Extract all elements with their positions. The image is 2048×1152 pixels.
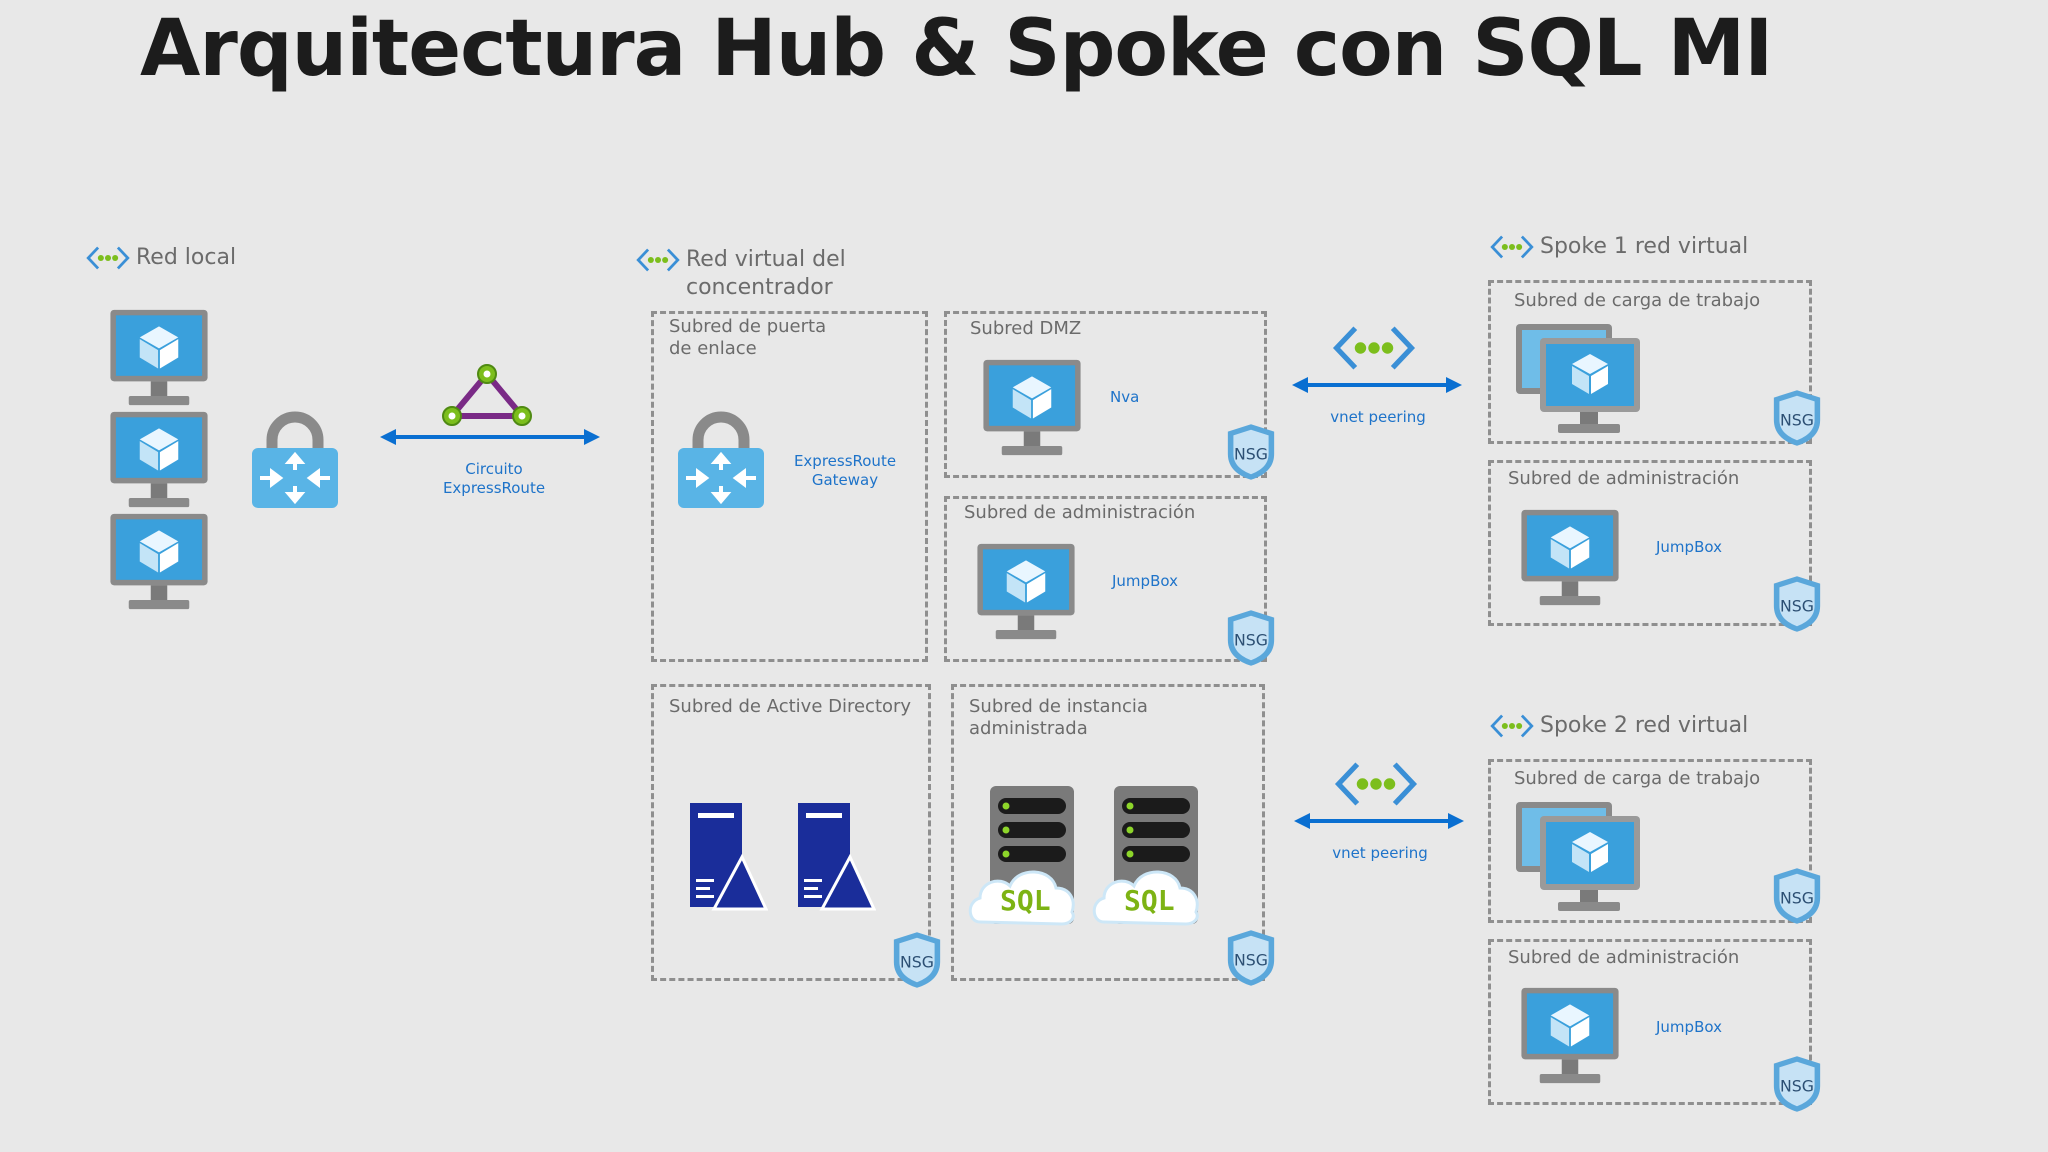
spoke2-jumpbox-vm-icon (1521, 987, 1619, 1084)
sql-label: SQL (1000, 884, 1051, 917)
gateway-subnet (651, 311, 928, 662)
ad-subnet (651, 684, 931, 981)
sql-managed-instance-1-icon: SQL (966, 784, 1086, 934)
onprem-gateway-icon (250, 410, 340, 510)
vnet-icon (1490, 235, 1534, 259)
onprem-vm-1-icon (110, 309, 208, 406)
managed-instance-subnet-label: Subred de instancia administrada (969, 696, 1148, 739)
nsg-shield-icon (1227, 610, 1275, 666)
nsg-shield-icon (1773, 390, 1821, 446)
nsg-shield-icon (1773, 576, 1821, 632)
vnet-icon (86, 246, 130, 270)
sql-managed-instance-2-icon: SQL (1090, 784, 1210, 934)
hub-jumpbox-label: JumpBox (1112, 572, 1178, 590)
vnet-peering-2-icon (1334, 758, 1418, 810)
vnet-peering-1-label: vnet peering (1330, 408, 1426, 426)
onprem-group-label: Red local (86, 244, 236, 272)
nsg-shield-icon (1773, 1056, 1821, 1112)
ad-server-1-icon (688, 801, 768, 911)
nsg-shield-icon (1227, 424, 1275, 480)
spoke1-group-label: Spoke 1 red virtual (1490, 233, 1748, 261)
spoke1-jumpbox-label: JumpBox (1656, 538, 1722, 556)
hub-admin-subnet (944, 496, 1267, 662)
vnet-peering-1-arrow (1292, 377, 1462, 393)
nsg-shield-icon (893, 932, 941, 988)
nsg-shield-icon (1227, 930, 1275, 986)
spoke1-admin-subnet-label: Subred de administración (1508, 468, 1740, 489)
spoke2-workload-subnet-label: Subred de carga de trabajo (1514, 768, 1761, 789)
spoke1-workload-subnet-label: Subred de carga de trabajo (1514, 290, 1761, 311)
spoke2-admin-subnet (1488, 939, 1812, 1105)
spoke2-jumpbox-label: JumpBox (1656, 1018, 1722, 1036)
hub-admin-subnet-label: Subred de administración (964, 502, 1196, 523)
spoke1-workload-subnet (1488, 280, 1812, 444)
spoke1-jumpbox-vm-icon (1521, 509, 1619, 606)
spoke1-admin-subnet (1488, 460, 1812, 626)
vnet-icon (636, 248, 680, 272)
ad-subnet-label: Subred de Active Directory (669, 696, 912, 717)
expressroute-arrow (380, 429, 600, 445)
sql-label: SQL (1124, 884, 1175, 917)
spoke2-admin-subnet-label: Subred de administración (1508, 947, 1740, 968)
vnet-peering-2-label: vnet peering (1332, 844, 1428, 862)
expressroute-gateway-label: ExpressRoute Gateway (793, 452, 897, 489)
ad-server-2-icon (796, 801, 876, 911)
vnet-peering-2-arrow (1294, 813, 1464, 829)
spoke2-vmss-icon (1516, 802, 1640, 911)
expressroute-circuit-icon (442, 364, 532, 428)
expressroute-circuit-label: Circuito ExpressRoute (442, 460, 546, 497)
spoke1-vmss-icon (1516, 324, 1640, 433)
spoke1-label-text: Spoke 1 red virtual (1540, 234, 1749, 259)
dmz-subnet (944, 311, 1267, 478)
onprem-vm-3-icon (110, 513, 208, 610)
dmz-subnet-label: Subred DMZ (970, 318, 1082, 339)
vnet-icon (1490, 714, 1534, 738)
gateway-subnet-label: Subred de puerta de enlace (669, 316, 827, 359)
vnet-peering-1-icon (1332, 322, 1416, 374)
spoke2-group-label: Spoke 2 red virtual (1490, 712, 1748, 740)
hub-group-label: Red virtual del concentrador (636, 246, 846, 302)
nva-label: Nva (1110, 388, 1140, 406)
hub-label-text: Red virtual del concentrador (686, 247, 846, 300)
spoke2-label-text: Spoke 2 red virtual (1540, 713, 1749, 738)
page-title: Arquitectura Hub & Spoke con SQL MI (140, 4, 1773, 94)
hub-jumpbox-vm-icon (977, 543, 1075, 640)
expressroute-gateway-icon (676, 410, 766, 510)
managed-instance-subnet (951, 684, 1265, 981)
nva-vm-icon (983, 359, 1081, 456)
onprem-label-text: Red local (136, 245, 237, 270)
onprem-vm-2-icon (110, 411, 208, 508)
spoke2-workload-subnet (1488, 759, 1812, 923)
nsg-shield-icon (1773, 868, 1821, 924)
